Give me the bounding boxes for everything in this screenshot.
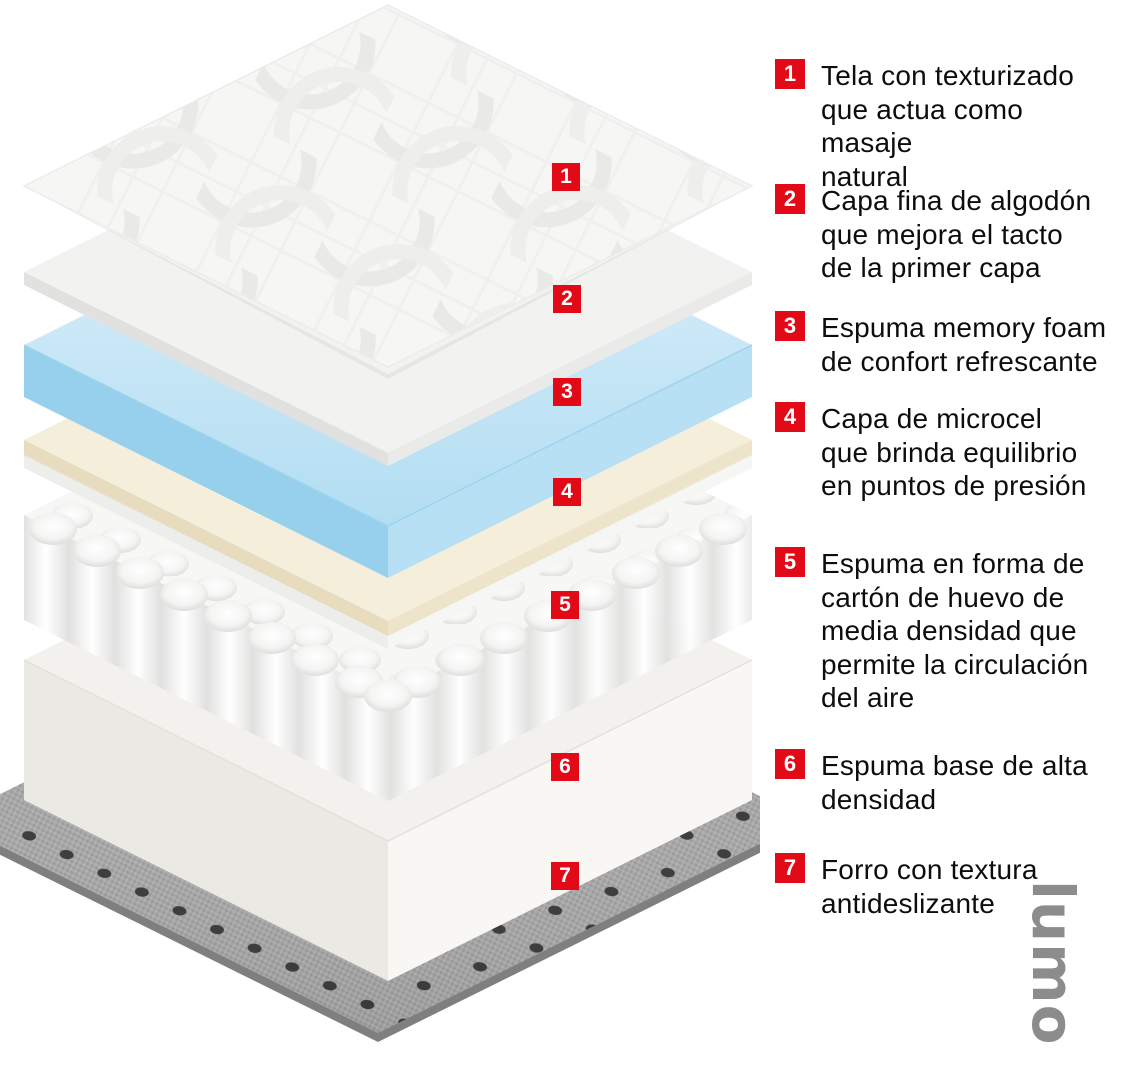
- legend-item-7: 7 Forro con textura antideslizante: [775, 853, 1120, 920]
- legend-number-6: 6: [775, 749, 805, 779]
- layer-marker-2: 2: [553, 285, 581, 313]
- legend-text-2: Capa fina de algodón que mejora el tacto…: [821, 185, 1092, 283]
- legend-number-7: 7: [775, 853, 805, 883]
- legend-number-2: 2: [775, 184, 805, 214]
- legend-number-3: 3: [775, 311, 805, 341]
- legend-number-1: 1: [775, 59, 805, 89]
- legend-text-5: Espuma en forma de cartón de huevo de me…: [821, 548, 1089, 713]
- layer-marker-3: 3: [553, 378, 581, 406]
- legend-item-5: 5 Espuma en forma de cartón de huevo de …: [775, 547, 1120, 715]
- mattress-layers-illustration: [0, 4, 760, 1042]
- layer-marker-1: 1: [552, 163, 580, 191]
- legend-item-2: 2 Capa fina de algodón que mejora el tac…: [775, 184, 1120, 285]
- layer-marker-6: 6: [551, 753, 579, 781]
- layer-marker-7: 7: [551, 862, 579, 890]
- legend-item-6: 6 Espuma base de alta densidad: [775, 749, 1120, 816]
- layer-marker-4: 4: [553, 478, 581, 506]
- legend-text-4: Capa de microcel que brinda equilibrio e…: [821, 403, 1087, 501]
- legend-item-1: 1 Tela con texturizado que actua como ma…: [775, 59, 1120, 193]
- legend-text-7: Forro con textura antideslizante: [821, 854, 1038, 919]
- legend-text-1: Tela con texturizado que actua como masa…: [821, 60, 1075, 192]
- legend-text-6: Espuma base de alta densidad: [821, 750, 1088, 815]
- legend-number-4: 4: [775, 402, 805, 432]
- quilted-fabric-layer: [22, 4, 754, 379]
- brand-logo: lumo: [1019, 880, 1087, 1046]
- legend-item-4: 4 Capa de microcel que brinda equilibrio…: [775, 402, 1120, 503]
- legend-item-3: 3 Espuma memory foam de confort refresca…: [775, 311, 1120, 378]
- legend: 1 Tela con texturizado que actua como ma…: [775, 0, 1120, 1073]
- legend-text-3: Espuma memory foam de confort refrescant…: [821, 312, 1107, 377]
- legend-number-5: 5: [775, 547, 805, 577]
- layer-marker-5: 5: [551, 591, 579, 619]
